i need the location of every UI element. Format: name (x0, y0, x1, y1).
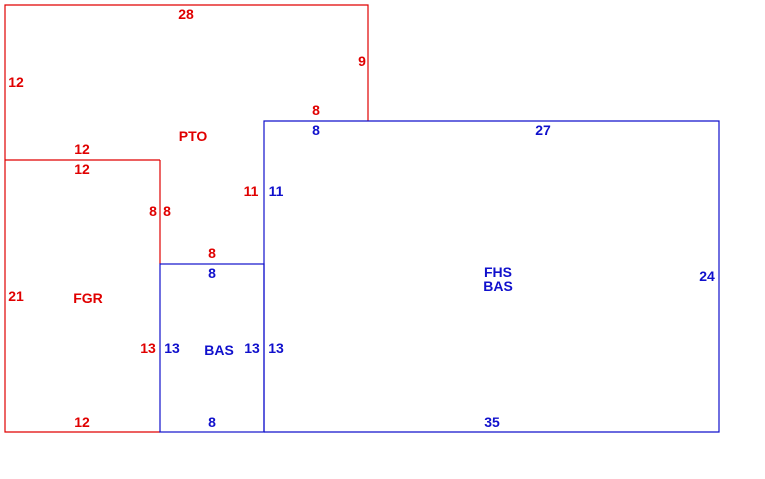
dim-pto-top: 28 (178, 6, 194, 22)
pto-outline (4, 4, 369, 160)
dim-bas-left: 13 (164, 340, 180, 356)
dim-fgr-top: 12 (74, 161, 90, 177)
area-label-fhs: FHS (484, 264, 512, 280)
dim-fhs-bottom: 35 (484, 414, 500, 430)
dim-fhs-left-upper: 11 (269, 183, 284, 199)
dim-bas-bottom: 8 (208, 414, 216, 430)
dim-fgr-left: 21 (8, 288, 24, 304)
area-label-bas: BAS (204, 342, 234, 358)
dim-pto-bottom-right: 8 (312, 102, 320, 118)
area-label-fhs-sub: BAS (483, 278, 513, 294)
dim-pto-left: 12 (8, 74, 24, 90)
dim-fhs-top: 27 (535, 122, 551, 138)
dim-fgr-right-upper: 8 (163, 203, 171, 219)
blue-outline-group (159, 120, 720, 433)
dim-bas-top: 8 (208, 265, 216, 281)
dim-pto-right: 9 (358, 53, 366, 69)
fhs-outline (263, 120, 720, 433)
dim-fhs-top-left: 8 (312, 122, 320, 138)
dim-fhs-left-lower: 13 (268, 340, 284, 356)
dim-fgr-bottom: 12 (74, 414, 90, 430)
area-label-fgr: FGR (73, 290, 103, 306)
dim-pto-fgr-shared: 8 (149, 203, 157, 219)
dim-pto-inner-vertical: 11 (244, 183, 259, 199)
dim-pto-bas-shared: 8 (208, 245, 216, 261)
dim-fhs-right: 24 (699, 268, 715, 284)
dim-bas-right: 13 (244, 340, 260, 356)
red-outline-group (4, 4, 369, 433)
area-label-pto: PTO (179, 128, 208, 144)
fgr-outline (4, 160, 160, 433)
dim-fgr-right-lower: 13 (140, 340, 156, 356)
dim-pto-bottom-left: 12 (74, 141, 90, 157)
